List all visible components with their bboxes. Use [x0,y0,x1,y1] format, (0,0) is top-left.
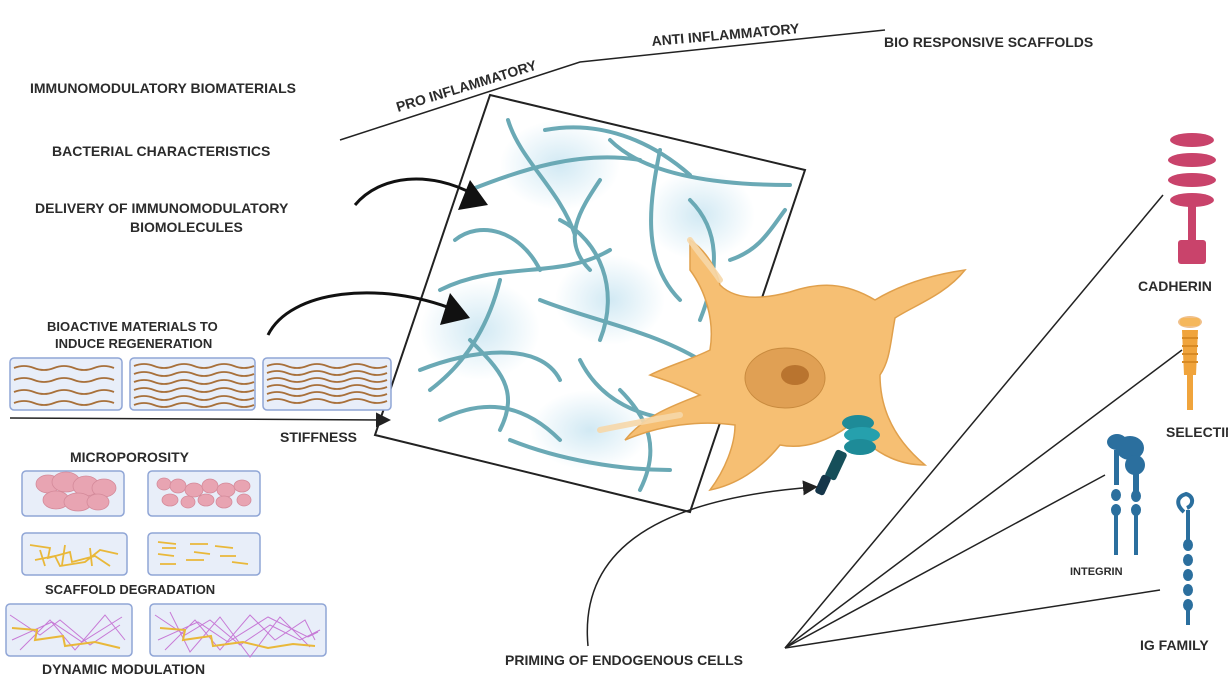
ig-family-icon [1178,494,1193,625]
label-delivery-1: DELIVERY OF IMMUNOMODULATORY [35,200,289,216]
label-delivery-2: BIOMOLECULES [130,219,243,235]
integrin-icon [1107,434,1145,555]
label-bio-responsive: BIO RESPONSIVE SCAFFOLDS [884,34,1093,50]
microporosity-panels [22,471,260,516]
label-ig-family: IG FAMILY [1140,637,1209,653]
selectin-icon [1178,316,1202,410]
label-selectin: SELECTIN [1166,424,1228,440]
label-dynamic-modulation: DYNAMIC MODULATION [42,661,205,677]
label-scaffold-degradation: SCAFFOLD DEGRADATION [45,582,215,597]
label-bacterial: BACTERIAL CHARACTERISTICS [52,143,270,159]
dynamic-modulation-panels [6,604,326,657]
label-bioactive-1: BIOACTIVE MATERIALS TO [47,319,218,334]
label-stiffness: STIFFNESS [280,429,357,445]
label-integrin: INTEGRIN [1070,566,1123,578]
stiffness-arrow [10,418,388,420]
label-bioactive-2: INDUCE REGENERATION [55,336,212,351]
label-microporosity: MICROPOROSITY [70,449,190,465]
label-immunomodulatory: IMMUNOMODULATORY BIOMATERIALS [30,80,296,96]
priming-arrow [587,487,815,646]
label-cadherin: CADHERIN [1138,278,1212,294]
label-anti-inflammatory: ANTI INFLAMMATORY [651,20,801,49]
cadherin-icon [1168,133,1216,264]
degradation-panels [22,533,260,575]
nucleolus [781,365,809,385]
label-priming: PRIMING OF ENDOGENOUS CELLS [505,652,743,668]
bioactive-panels [10,358,391,410]
